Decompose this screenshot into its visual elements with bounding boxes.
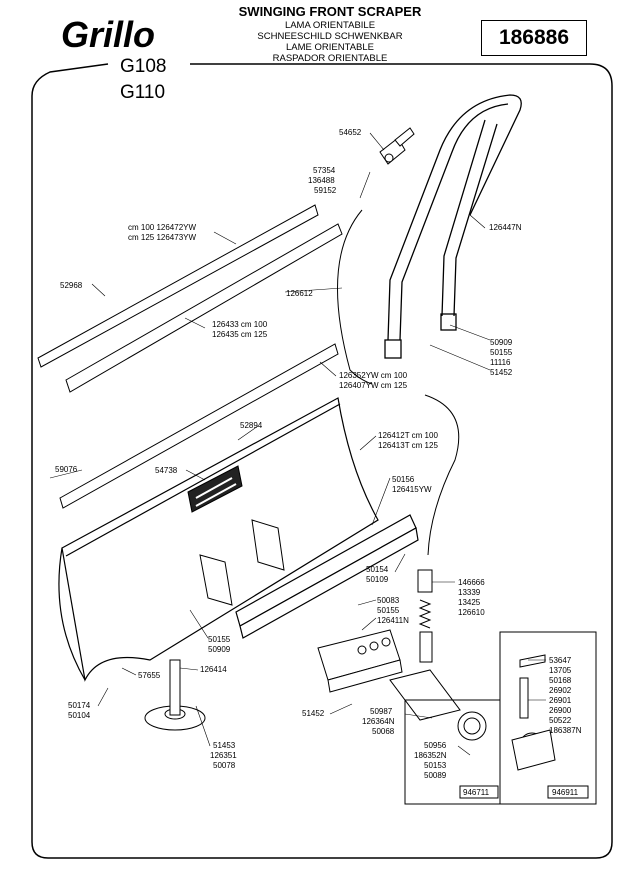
label-126612: 126612: [286, 289, 313, 298]
label-11116: 11116: [490, 358, 511, 367]
brand-text: Grillo: [61, 14, 155, 55]
label-50156: 50156: [392, 475, 415, 484]
label-126414: 126414: [200, 665, 227, 674]
label-50154: 50154: [366, 565, 389, 574]
inset-box: [404, 631, 597, 805]
label-54652: 54652: [339, 128, 362, 137]
label-50089: 50089: [424, 771, 447, 780]
label-126435: 126435 cm 125: [212, 330, 268, 339]
label-13425: 13425: [458, 598, 481, 607]
label-146666: 146666: [458, 578, 485, 587]
subtitle-de: SCHNEESCHILD SCHWENKBAR: [257, 31, 403, 42]
page-title: SWINGING FRONT SCRAPER: [238, 4, 422, 19]
label-59076: 59076: [55, 465, 78, 474]
label-50068: 50068: [372, 727, 395, 736]
blade: [58, 397, 379, 682]
label-126433: 126433 cm 100: [212, 320, 268, 329]
model-g108: G108: [120, 56, 167, 77]
label-126447n: 126447N: [489, 223, 522, 232]
label-50109: 50109: [366, 575, 389, 584]
handle-tube: [384, 94, 522, 359]
mount-plate: [389, 669, 487, 741]
leader-lines: [49, 132, 546, 756]
diagram-frame: [31, 63, 613, 859]
brackets: [199, 519, 285, 606]
model-g110: G110: [120, 82, 166, 103]
label-126473yw: cm 125 126473YW: [128, 233, 196, 242]
label-50078: 50078: [213, 761, 236, 770]
pivot-bracket: [317, 629, 403, 693]
label-126610: 126610: [458, 608, 485, 617]
label-51452-a: 51452: [490, 368, 513, 377]
label-26900: 26900: [549, 706, 572, 715]
label-50155-a: 50155: [490, 348, 513, 357]
drawing-code: 186886: [481, 20, 587, 56]
label-13705: 13705: [549, 666, 572, 675]
lever-assembly: [379, 127, 415, 165]
label-186387n: 186387N: [549, 726, 582, 735]
label-52894: 52894: [240, 421, 263, 430]
label-57354: 57354: [313, 166, 336, 175]
skid-shoe: [144, 659, 206, 731]
label-57655: 57655: [138, 671, 161, 680]
label-50083: 50083: [377, 596, 400, 605]
label-50522: 50522: [549, 716, 572, 725]
label-126413t: 126413T cm 125: [378, 441, 438, 450]
subtitle-fr: LAME ORIENTABLE: [286, 42, 374, 53]
label-126351: 126351: [210, 751, 237, 760]
label-54738: 54738: [155, 466, 178, 475]
label-126352yw: 126352YW cm 100: [339, 371, 408, 380]
label-50155-b: 50155: [377, 606, 400, 615]
label-51452-b: 51452: [302, 709, 325, 718]
label-50956: 50956: [424, 741, 447, 750]
title-block: SWINGING FRONT SCRAPER LAMA ORIENTABILE …: [205, 4, 455, 64]
inset-code-right: 946911: [552, 788, 579, 797]
label-136488: 136488: [308, 176, 335, 185]
part-labels: 54652 57354 136488 59152 126447N cm 100 …: [55, 128, 582, 797]
label-59152: 59152: [314, 186, 337, 195]
label-186352n: 186352N: [414, 751, 447, 760]
label-50909-a: 50909: [490, 338, 513, 347]
label-50168: 50168: [549, 676, 572, 685]
label-126415yw: 126415YW: [392, 485, 432, 494]
wear-strip-lower: [59, 343, 339, 509]
label-13339: 13339: [458, 588, 481, 597]
cable: [337, 209, 373, 385]
spring-set: [417, 569, 433, 663]
label-126364n: 126364N: [362, 717, 395, 726]
label-50153: 50153: [424, 761, 447, 770]
grillo-logo: Grillo: [28, 14, 188, 55]
label-50174: 50174: [68, 701, 91, 710]
wear-strip-upper: [37, 204, 343, 393]
label-51453: 51453: [213, 741, 236, 750]
label-126411n: 126411N: [377, 616, 409, 625]
frame-bar: [235, 514, 419, 639]
label-50987: 50987: [370, 707, 393, 716]
label-50104: 50104: [68, 711, 91, 720]
inset-code-left: 946711: [463, 788, 490, 797]
label-53647: 53647: [549, 656, 572, 665]
label-50909-b: 50909: [208, 645, 231, 654]
label-26901: 26901: [549, 696, 572, 705]
subtitle-it: LAMA ORIENTABILE: [284, 20, 376, 31]
warning-sticker: [187, 465, 243, 513]
label-126407yw: 126407YW cm 125: [339, 381, 408, 390]
label-52968: 52968: [60, 281, 83, 290]
inset-parts: [511, 654, 556, 771]
cable-lower: [424, 394, 460, 556]
label-50155-c: 50155: [208, 635, 231, 644]
subtitle-es: RASPADOR ORIENTABLE: [272, 53, 388, 64]
label-126472yw: cm 100 126472YW: [128, 223, 196, 232]
label-126412t: 126412T cm 100: [378, 431, 438, 440]
label-26902: 26902: [549, 686, 572, 695]
